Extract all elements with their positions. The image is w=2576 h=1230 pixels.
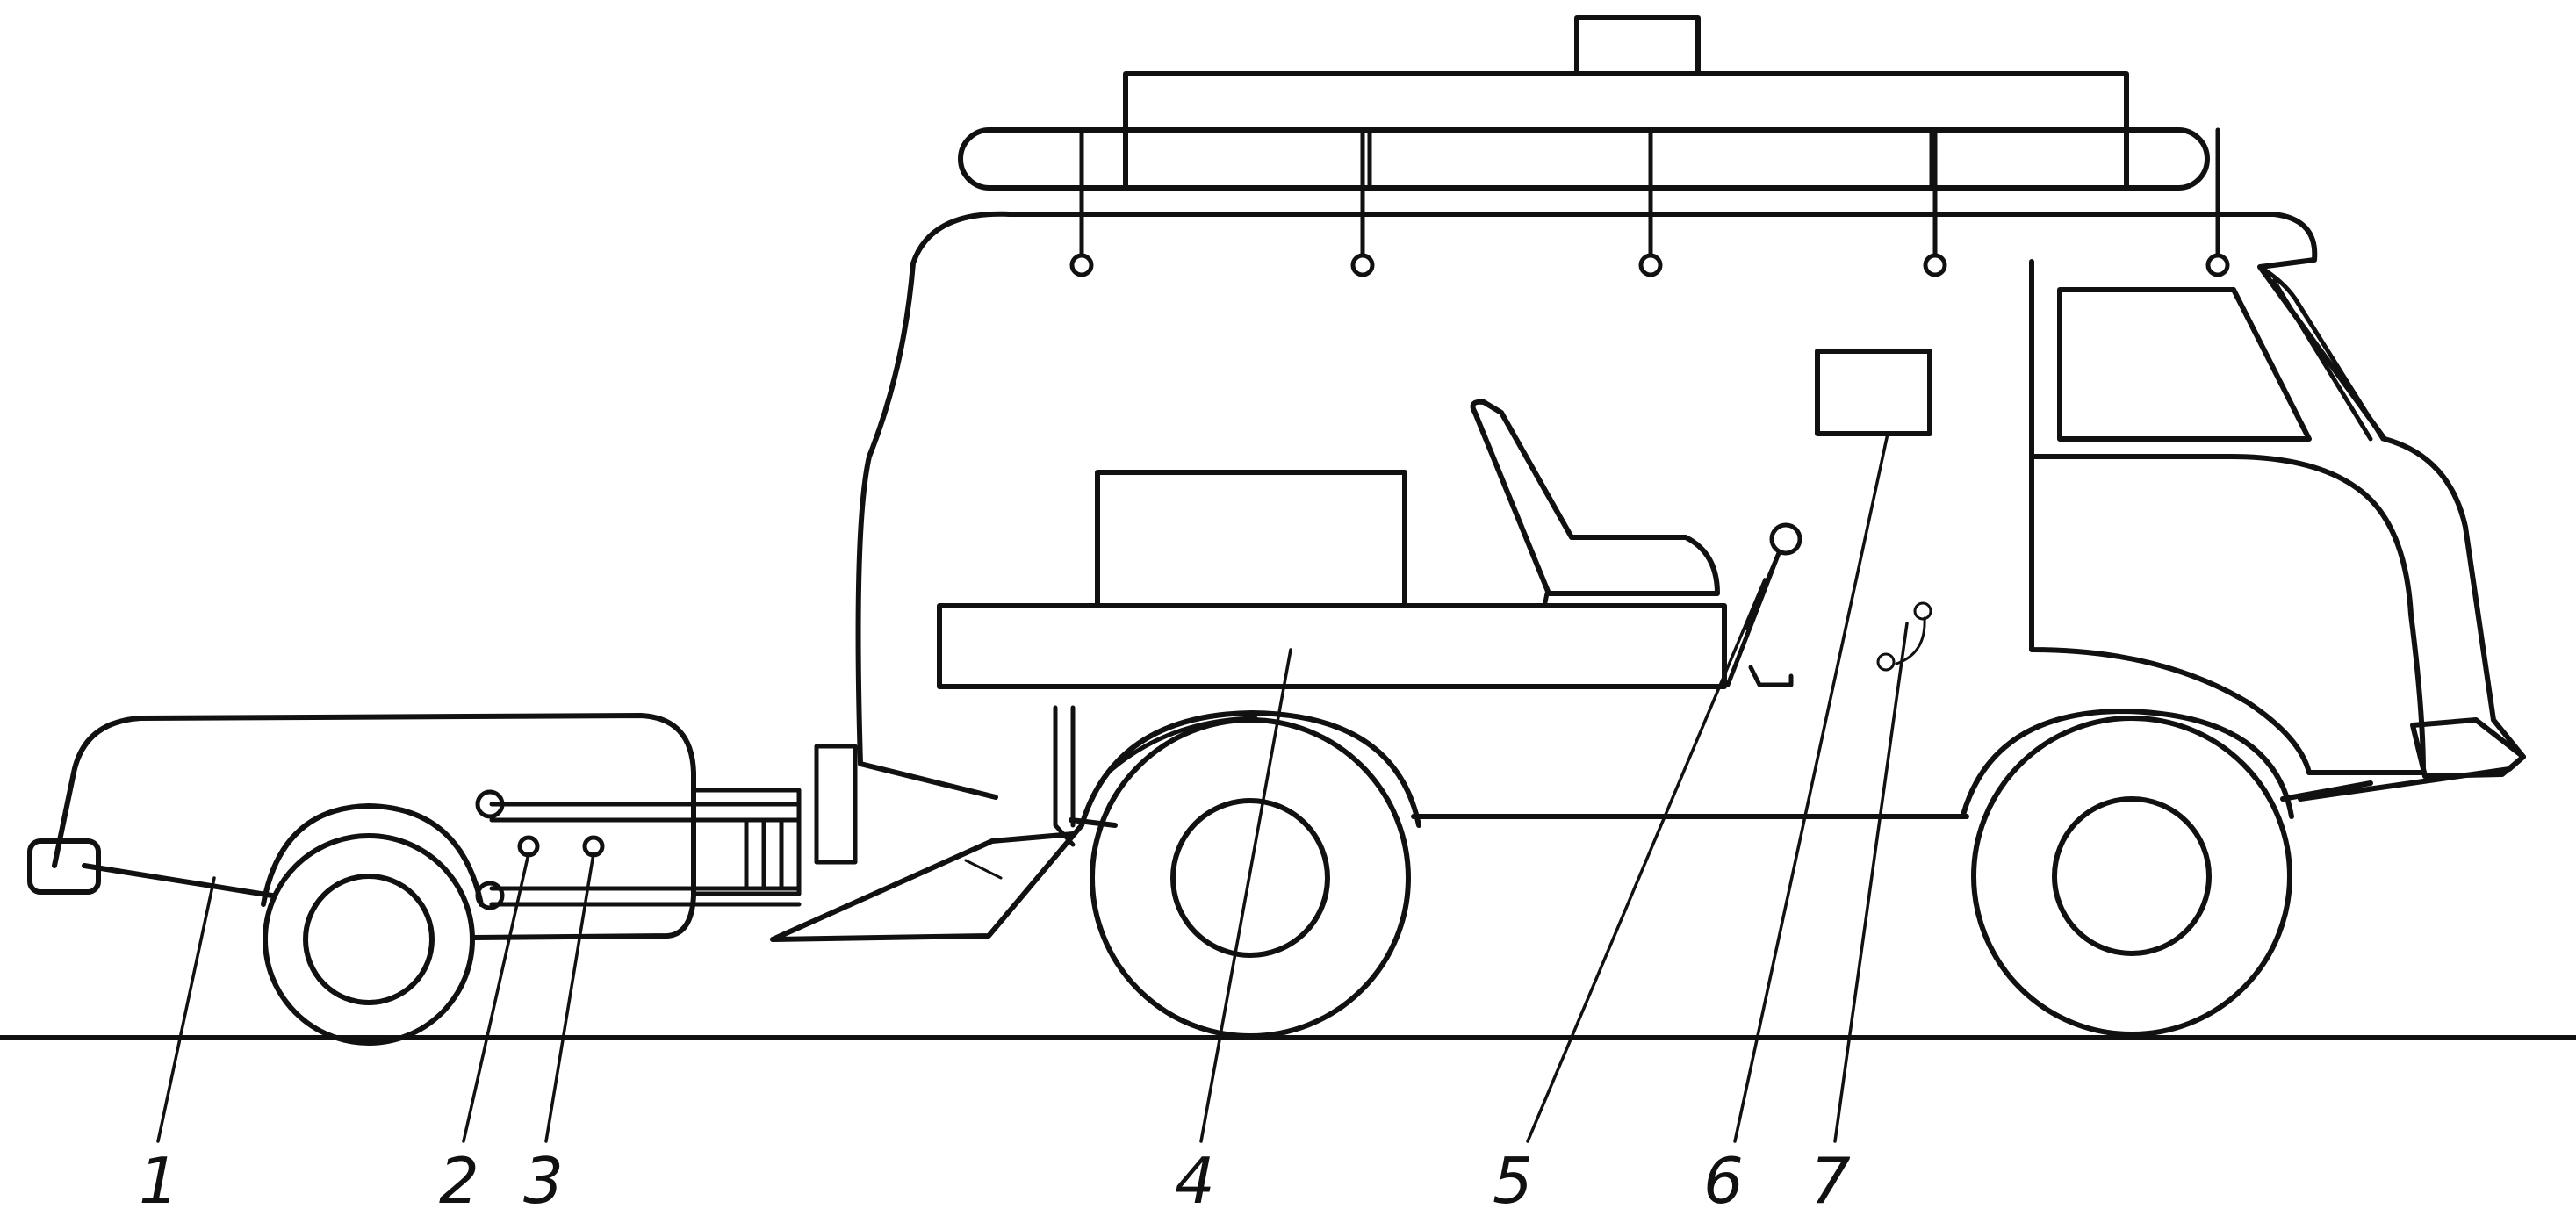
trailer-rear-light <box>27 838 101 895</box>
leader-3 <box>544 852 595 1143</box>
drawbar-upper-lamp <box>475 789 505 819</box>
instrument-box <box>1815 349 1932 436</box>
cab-door <box>2029 259 2426 775</box>
callout-7: 7 <box>1810 1144 1851 1218</box>
front-wheel <box>1971 716 2292 1037</box>
tow-hitch <box>814 744 858 865</box>
trailer <box>27 713 858 1046</box>
leader-6 <box>1733 432 1889 1143</box>
front-wheel-hub <box>2052 796 2212 956</box>
callout-4: 4 <box>1175 1144 1215 1218</box>
leader-1 <box>156 876 216 1143</box>
exhaust-pipe <box>770 823 1084 942</box>
trailer-body <box>52 713 696 940</box>
callout-1: 1 <box>139 1144 179 1218</box>
rear-wheel-hub <box>1170 798 1330 958</box>
interior-platform <box>937 603 1727 689</box>
rack-posts <box>1069 127 2230 277</box>
equipment-box <box>1095 470 1407 608</box>
small-fitting <box>1876 601 1932 672</box>
control-lever <box>1725 522 1802 687</box>
leader-4 <box>1199 648 1292 1143</box>
leader-2 <box>462 852 530 1143</box>
callout-3: 3 <box>523 1144 564 1218</box>
callout-6: 6 <box>1703 1144 1744 1218</box>
callout-5: 5 <box>1493 1144 1533 1218</box>
leader-5 <box>1526 578 1767 1143</box>
leader-7 <box>1833 622 1909 1143</box>
seat <box>1470 399 1720 596</box>
trailer-wheel-hub <box>303 874 435 1005</box>
van <box>770 15 2526 1039</box>
front-bumper <box>2410 717 2526 779</box>
roof-box <box>1574 15 1701 76</box>
callout-numbers: 1 2 3 4 5 6 7 <box>139 1144 1851 1218</box>
trailer-wheel <box>263 833 475 1046</box>
roof-rack-rail <box>958 127 2210 191</box>
callout-2: 2 <box>439 1144 479 1218</box>
drawbar-lower-lamp <box>475 881 505 910</box>
leader-lines <box>156 432 1909 1143</box>
van-body-outline <box>855 211 2526 828</box>
cab-window <box>2057 287 2312 442</box>
